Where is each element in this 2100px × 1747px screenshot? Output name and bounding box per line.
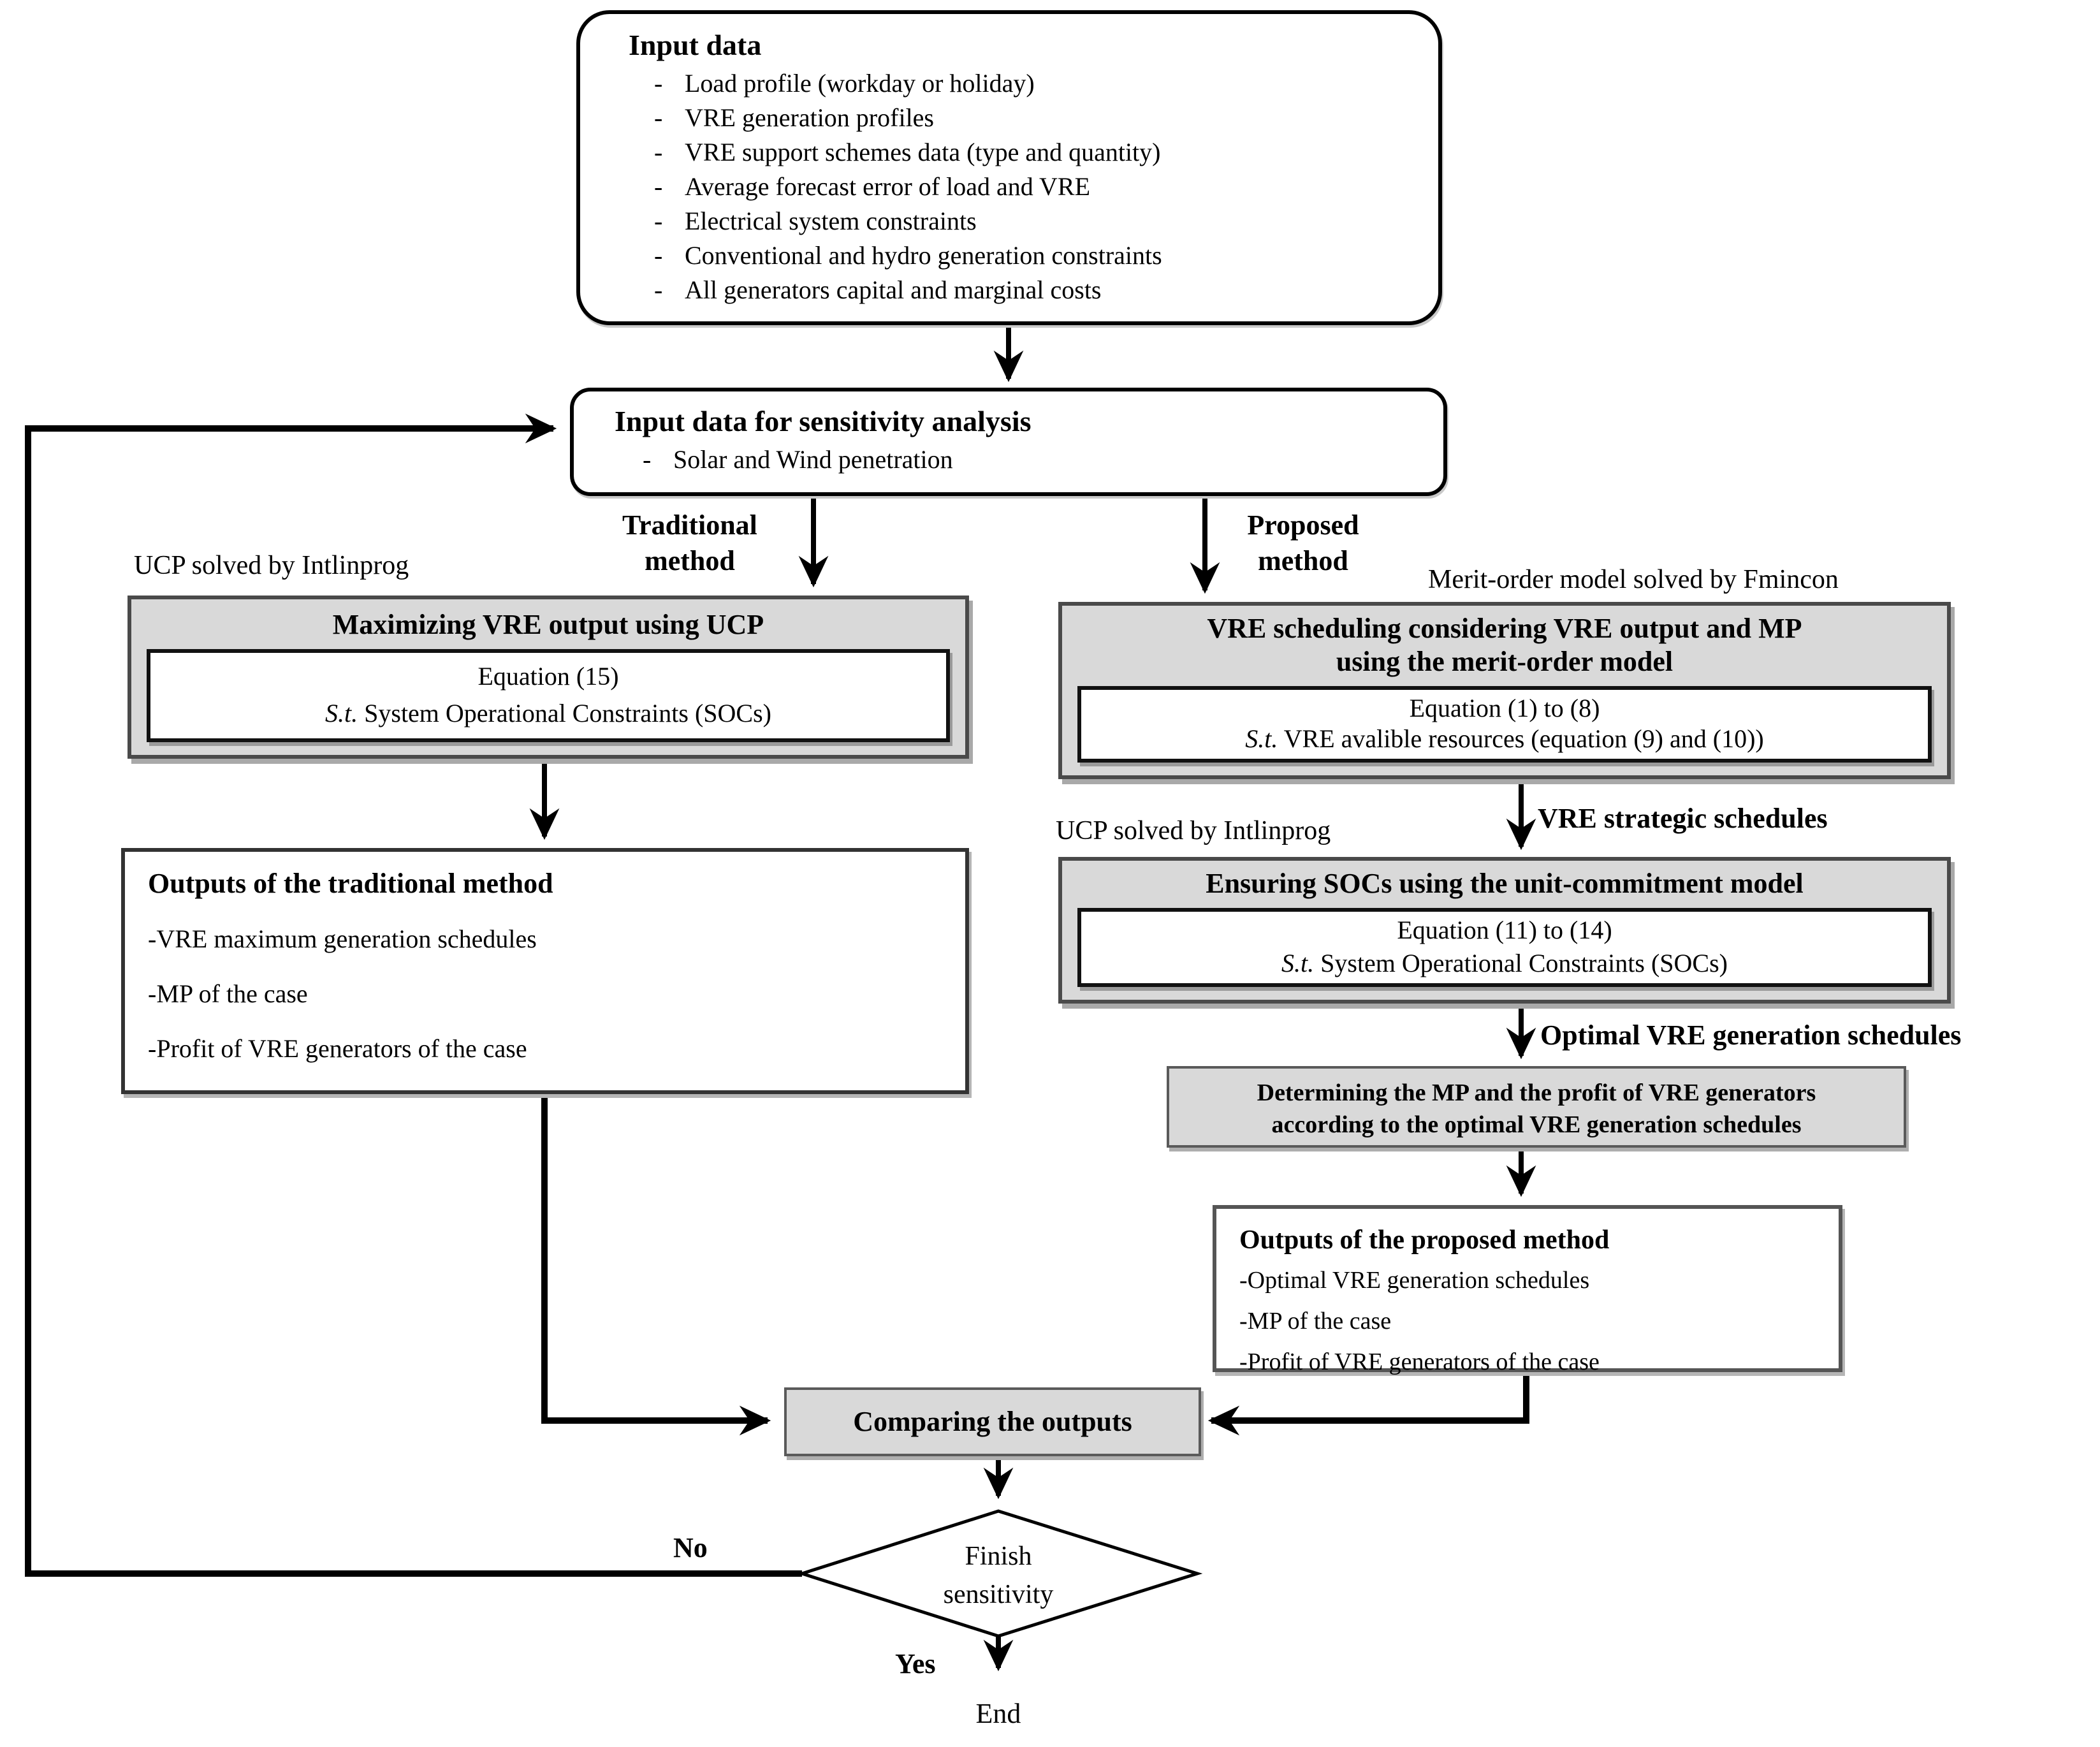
outputs-proposed-box: Outputs of the proposed method -Optimal … [1213,1205,1842,1376]
comparing-box: Comparing the outputs [784,1387,1201,1456]
maximizing-title: Maximizing VRE output using UCP [332,608,764,640]
decision-text: Finish sensitivity [871,1537,1126,1613]
list-item-text: Solar and Wind penetration [673,446,953,474]
input-data-list: -Load profile (workday or holiday) -VRE … [629,68,1438,309]
decision-diamond [796,1509,1203,1638]
elbow-proposed-to-comparing [1207,1373,1529,1436]
sensitivity-input-title: Input data for sensitivity analysis [615,406,1032,437]
outputs-proposed-title: Outputs of the proposed method [1239,1224,1610,1255]
outputs-traditional-title: Outputs of the traditional method [148,867,553,899]
solver-note-middle: UCP solved by Intlinprog [1056,815,1331,845]
bullet-dash: - [654,139,663,167]
list-item: -Conventional and hydro generation const… [654,240,1438,274]
input-data-title: Input data [629,29,762,61]
elbow-traditional-to-comparing [541,1094,771,1436]
determining-box: Determining the MP and the profit of VRE… [1167,1066,1906,1148]
bullet-dash: - [654,242,663,270]
st-label: S.t. [1281,949,1315,978]
optimal-schedules-label: Optimal VRE generation schedules [1540,1019,1962,1051]
maximizing-equation: Equation (15) [478,663,619,691]
decision-line2: sensitivity [943,1579,1054,1609]
output-item: -Optimal VRE generation schedules [1239,1268,1590,1294]
list-item-text: Average forecast error of load and VRE [685,173,1091,201]
list-item: -Load profile (workday or holiday) [654,68,1438,102]
ensuring-inner: Equation (11) to (14) S.t. System Operat… [1077,908,1932,987]
ensuring-equation: Equation (11) to (14) [1397,917,1612,946]
list-item-text: All generators capital and marginal cost… [685,277,1102,305]
ensuring-box: Ensuring SOCs using the unit-commitment … [1058,857,1951,1004]
scheduling-equation: Equation (1) to (8) [1409,694,1600,723]
determining-line1: Determining the MP and the profit of VRE… [1257,1080,1816,1107]
bullet-dash: - [654,70,663,98]
solver-note-left: UCP solved by Intlinprog [134,550,409,580]
list-item-text: VRE generation profiles [685,105,934,133]
scheduling-title: VRE scheduling considering VRE output an… [1062,606,1947,681]
no-label: No [673,1531,708,1563]
maximizing-box: Maximizing VRE output using UCP Equation… [128,596,969,759]
bullet-dash: - [654,277,663,305]
scheduling-constraint: S.t. VRE avalible resources (equation (9… [1245,725,1763,756]
output-item: -Profit of VRE generators of the case [1239,1349,1600,1376]
list-item: - Solar and Wind penetration [615,444,1443,478]
list-item: -VRE support schemes data (type and quan… [654,136,1438,171]
constraint-text: VRE avalible resources (equation (9) and… [1283,726,1764,754]
output-item: -MP of the case [148,981,308,1009]
maximizing-constraint: S.t. System Operational Constraints (SOC… [325,699,771,729]
list-item: -Average forecast error of load and VRE [654,171,1438,205]
solver-note-right: Merit-order model solved by Fmincon [1428,564,1839,594]
list-item-text: Electrical system constraints [685,208,977,236]
end-label: End [975,1697,1021,1729]
st-label: S.t. [325,700,358,728]
bullet-dash: - [643,446,652,474]
traditional-method-label: Traditional method [622,509,757,576]
scheduling-inner: Equation (1) to (8) S.t. VRE avalible re… [1077,686,1932,763]
loop-no-to-sensitivity [25,413,802,1577]
ensuring-constraint: S.t. System Operational Constraints (SOC… [1281,948,1728,979]
yes-label: Yes [895,1648,936,1679]
decision-line1: Finish [965,1540,1032,1571]
list-item-text: VRE support schemes data (type and quant… [685,139,1161,167]
proposed-method-label: Proposed method [1247,509,1359,576]
output-item: -MP of the case [1239,1308,1392,1335]
scheduling-title-line1: VRE scheduling considering VRE output an… [1207,612,1802,644]
output-item: -Profit of VRE generators of the case [148,1035,527,1064]
constraint-text: System Operational Constraints (SOCs) [364,700,771,728]
list-item: -VRE generation profiles [654,102,1438,136]
list-item-text: Load profile (workday or holiday) [685,70,1035,98]
output-item: -VRE maximum generation schedules [148,926,537,954]
st-label: S.t. [1245,726,1278,754]
list-item: -All generators capital and marginal cos… [654,274,1438,309]
bullet-dash: - [654,173,663,201]
scheduling-title-line2: using the merit-order model [1336,645,1673,677]
strategic-schedules-label: VRE strategic schedules [1538,802,1828,834]
constraint-text: System Operational Constraints (SOCs) [1320,949,1728,978]
bullet-dash: - [654,208,663,236]
maximizing-inner: Equation (15) S.t. System Operational Co… [147,649,950,742]
ensuring-title: Ensuring SOCs using the unit-commitment … [1206,867,1804,899]
determining-line2: according to the optimal VRE generation … [1271,1112,1802,1139]
scheduling-box: VRE scheduling considering VRE output an… [1058,602,1951,779]
list-item: -Electrical system constraints [654,205,1438,240]
outputs-traditional-box: Outputs of the traditional method -VRE m… [121,848,969,1094]
list-item-text: Conventional and hydro generation constr… [685,242,1162,270]
input-data-box: Input data -Load profile (workday or hol… [576,10,1442,325]
bullet-dash: - [654,105,663,133]
sensitivity-input-box: Input data for sensitivity analysis - So… [570,388,1447,496]
